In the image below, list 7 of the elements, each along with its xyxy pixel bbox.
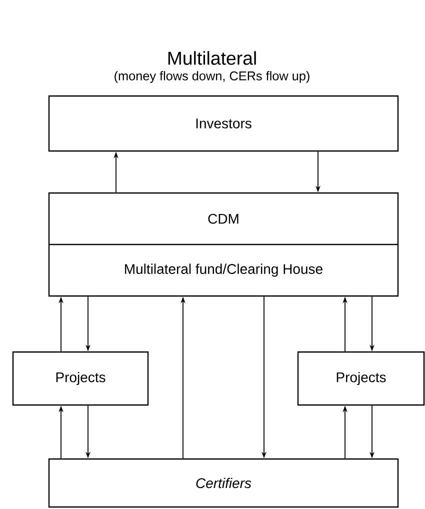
split-box: CDM Multilateral fund/Clearing House: [48, 192, 399, 297]
box: Projects: [12, 351, 149, 406]
title: Multilateral: [168, 51, 256, 65]
box: Investors: [48, 95, 399, 152]
subtitle: (money flows down, CERs flow up): [114, 71, 310, 83]
box: Certifiers: [48, 458, 399, 508]
box: Projects: [297, 351, 425, 406]
